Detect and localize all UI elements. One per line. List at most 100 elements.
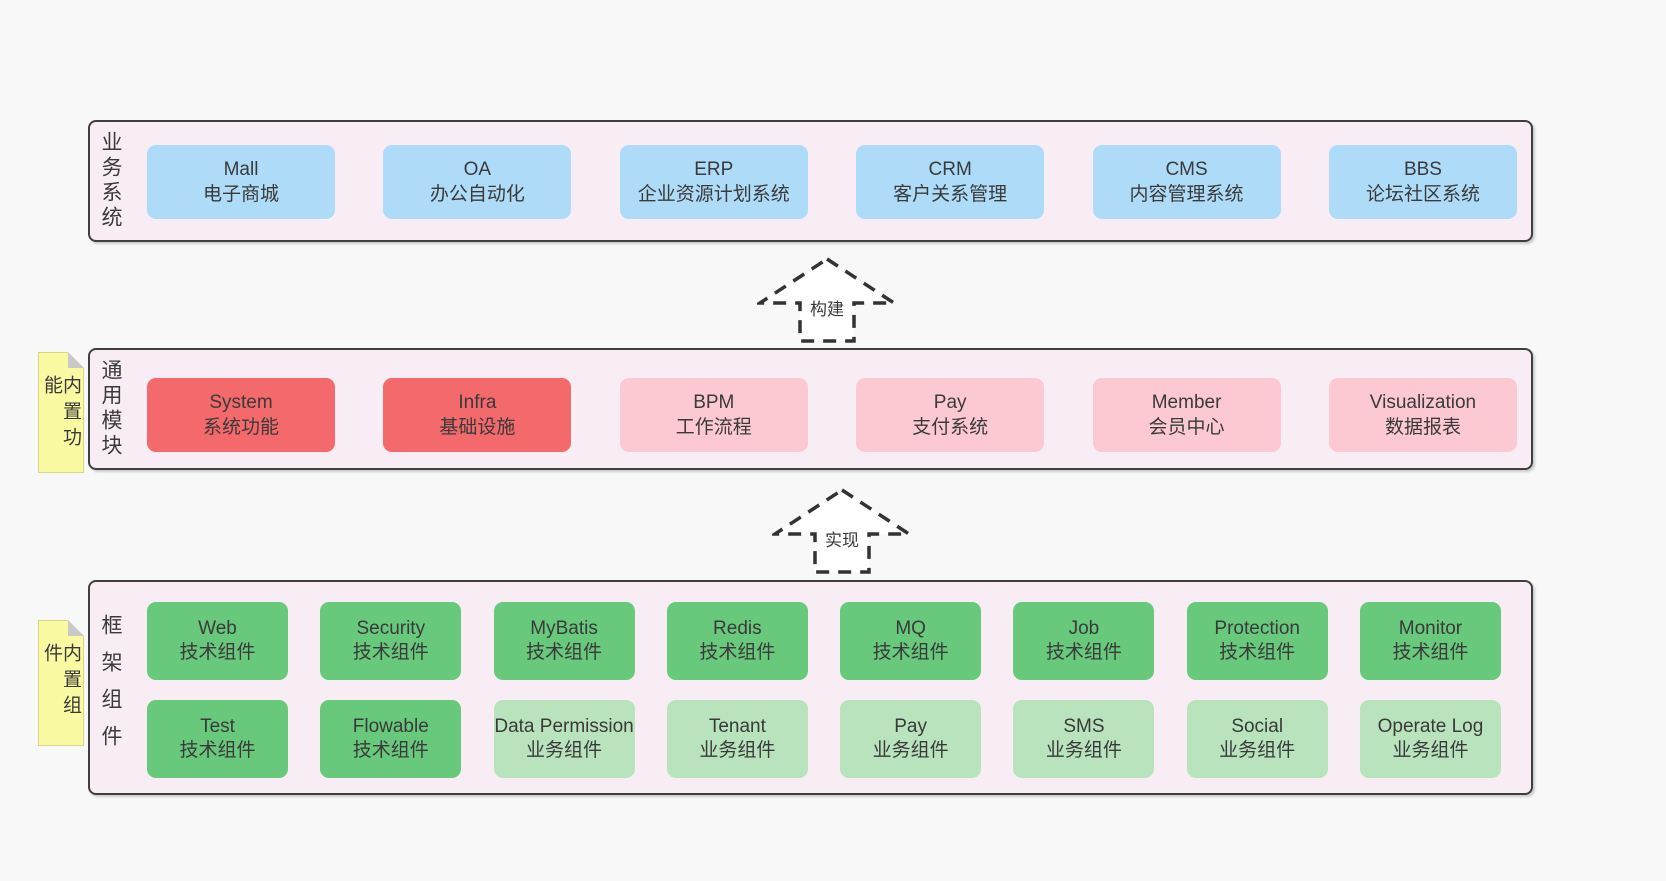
box-subtitle: 内容管理系统 — [1129, 184, 1244, 205]
box-subtitle: 业务组件 — [699, 740, 776, 761]
box-pay: Pay 支付系统 — [856, 378, 1045, 452]
box-title: Operate Log — [1377, 716, 1484, 738]
box-erp: ERP 企业资源计划系统 — [619, 145, 808, 219]
box-title: Social — [1231, 716, 1284, 738]
box-member: Member 会员中心 — [1092, 378, 1281, 452]
box-title: Job — [1068, 618, 1100, 640]
box-title: Protection — [1214, 618, 1300, 640]
box-protection: Protection 技术组件 — [1186, 602, 1328, 680]
build-arrow-label: 构建 — [807, 294, 847, 321]
box-title: OA — [463, 158, 492, 180]
box-subtitle: 工作流程 — [675, 417, 752, 438]
box-title: Data Permission — [494, 716, 634, 738]
box-subtitle: 论坛社区系统 — [1365, 184, 1480, 205]
box-title: Pay — [933, 391, 967, 413]
box-test: Test 技术组件 — [147, 700, 288, 778]
box-flowable: Flowable 技术组件 — [320, 700, 462, 778]
box-title: Member — [1151, 391, 1222, 413]
components-row-1: Web 技术组件 Security 技术组件 MyBatis 技术组件 Redi… — [147, 602, 1501, 680]
box-subtitle: 技术组件 — [699, 642, 776, 663]
box-security: Security 技术组件 — [320, 602, 462, 680]
box-title: MyBatis — [530, 618, 598, 640]
box-title: BPM — [693, 391, 735, 413]
box-subtitle: 技术组件 — [179, 740, 256, 761]
box-subtitle: 基础设施 — [439, 417, 516, 438]
box-subtitle: 业务组件 — [526, 740, 603, 761]
framework-components-panel: 框架组件 Web 技术组件 Security 技术组件 MyBatis 技术组件… — [88, 580, 1533, 795]
box-subtitle: 技术组件 — [526, 642, 603, 663]
box-title: CRM — [928, 158, 972, 180]
box-subtitle: 技术组件 — [1045, 642, 1122, 663]
box-bpm: BPM 工作流程 — [619, 378, 808, 452]
box-subtitle: 技术组件 — [1392, 642, 1469, 663]
box-subtitle: 电子商城 — [202, 184, 279, 205]
box-subtitle: 技术组件 — [872, 642, 949, 663]
box-infra: Infra 基础设施 — [383, 378, 572, 452]
components-panel-label: 框架组件 — [99, 613, 122, 762]
box-mybatis: MyBatis 技术组件 — [493, 602, 635, 680]
box-title: System — [209, 391, 273, 413]
box-subtitle: 业务组件 — [872, 740, 949, 761]
business-systems-panel: 业务系统 Mall 电子商城 OA 办公自动化 ERP 企业资源计划系统 CRM… — [88, 120, 1533, 242]
box-subtitle: 数据报表 — [1384, 417, 1461, 438]
box-subtitle: 系统功能 — [202, 417, 279, 438]
box-subtitle: 会员中心 — [1148, 417, 1225, 438]
box-operate-log: Operate Log 业务组件 — [1359, 700, 1501, 778]
box-subtitle: 技术组件 — [179, 642, 256, 663]
box-title: Pay — [894, 716, 927, 738]
box-subtitle: 业务组件 — [1392, 740, 1469, 761]
common-modules-panel: 通用模块 System 系统功能 Infra 基础设施 BPM 工作流程 Pay… — [88, 348, 1533, 470]
box-title: Web — [198, 618, 237, 640]
box-mq: MQ 技术组件 — [840, 602, 982, 680]
box-social: Social 业务组件 — [1186, 700, 1328, 778]
box-cms: CMS 内容管理系统 — [1092, 145, 1281, 219]
box-pay-component: Pay 业务组件 — [840, 700, 982, 778]
box-web: Web 技术组件 — [147, 602, 288, 680]
box-subtitle: 技术组件 — [352, 642, 429, 663]
box-title: Monitor — [1398, 618, 1463, 640]
implement-arrow: 实现 — [772, 487, 912, 575]
sticky-note-label: 内置组件 — [41, 643, 81, 721]
sticky-note-label: 内置功能 — [41, 375, 81, 453]
box-subtitle: 业务组件 — [1045, 740, 1122, 761]
box-title: Test — [200, 716, 235, 738]
implement-arrow-label: 实现 — [822, 525, 862, 552]
box-subtitle: 技术组件 — [352, 740, 429, 761]
box-title: Redis — [713, 618, 762, 640]
box-monitor: Monitor 技术组件 — [1359, 602, 1501, 680]
box-title: CMS — [1165, 158, 1208, 180]
box-title: SMS — [1063, 716, 1105, 738]
sticky-note-built-in-features: 内置功能 — [38, 352, 84, 473]
build-arrow: 构建 — [757, 256, 897, 344]
box-visualization: Visualization 数据报表 — [1328, 378, 1517, 452]
box-title: ERP — [694, 158, 734, 180]
box-sms: SMS 业务组件 — [1013, 700, 1155, 778]
box-title: Visualization — [1369, 391, 1477, 413]
box-job: Job 技术组件 — [1013, 602, 1155, 680]
box-oa: OA 办公自动化 — [383, 145, 572, 219]
box-subtitle: 技术组件 — [1219, 642, 1296, 663]
business-panel-label: 业务系统 — [99, 131, 122, 231]
box-bbs: BBS 论坛社区系统 — [1328, 145, 1517, 219]
modules-box-row: System 系统功能 Infra 基础设施 BPM 工作流程 Pay 支付系统… — [147, 378, 1517, 452]
box-title: MQ — [895, 618, 926, 640]
box-title: Infra — [458, 391, 497, 413]
business-box-row: Mall 电子商城 OA 办公自动化 ERP 企业资源计划系统 CRM 客户关系… — [147, 145, 1517, 219]
box-data-permission: Data Permission 业务组件 — [493, 700, 635, 778]
box-subtitle: 办公自动化 — [429, 184, 525, 205]
box-subtitle: 支付系统 — [912, 417, 989, 438]
sticky-note-built-in-components: 内置组件 — [38, 620, 84, 746]
modules-panel-label: 通用模块 — [99, 359, 122, 459]
box-subtitle: 企业资源计划系统 — [637, 184, 790, 205]
box-system: System 系统功能 — [147, 378, 335, 452]
box-tenant: Tenant 业务组件 — [666, 700, 808, 778]
box-crm: CRM 客户关系管理 — [856, 145, 1045, 219]
components-row-2: Test 技术组件 Flowable 技术组件 Data Permission … — [147, 700, 1501, 778]
box-title: BBS — [1403, 158, 1442, 180]
box-title: Security — [356, 618, 426, 640]
box-title: Flowable — [352, 716, 429, 738]
box-title: Tenant — [708, 716, 766, 738]
box-mall: Mall 电子商城 — [147, 145, 335, 219]
box-title: Mall — [223, 158, 259, 180]
box-subtitle: 业务组件 — [1219, 740, 1296, 761]
